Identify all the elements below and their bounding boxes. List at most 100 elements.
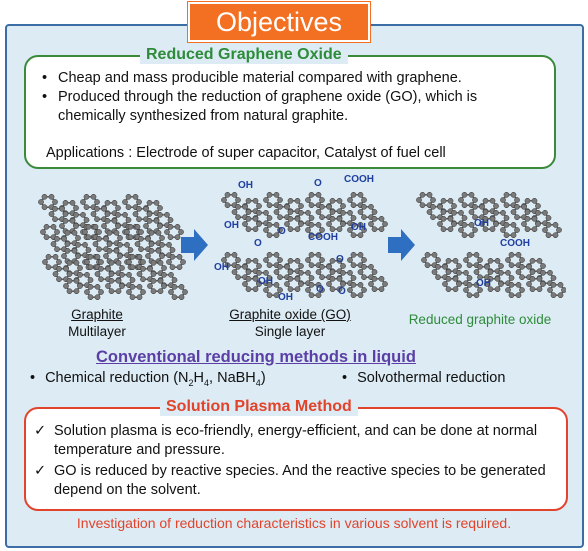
atom <box>169 253 176 260</box>
atom <box>87 283 94 290</box>
atom <box>145 253 151 259</box>
atom <box>503 232 510 239</box>
atom <box>82 229 88 235</box>
atom <box>54 229 60 235</box>
atom <box>435 263 441 270</box>
atom <box>104 199 111 206</box>
atom <box>308 292 315 299</box>
atom <box>80 199 86 205</box>
atom <box>477 274 483 281</box>
atom <box>150 288 157 295</box>
atom <box>319 263 325 270</box>
atom <box>524 215 531 222</box>
atom <box>326 221 332 227</box>
atom <box>473 269 480 275</box>
atom <box>340 263 346 269</box>
atom <box>113 229 120 236</box>
atom <box>479 221 485 227</box>
atom <box>273 209 280 215</box>
atom <box>113 247 120 254</box>
graphite-structure-icon <box>38 193 188 301</box>
atom <box>371 269 378 275</box>
atom <box>266 251 273 258</box>
atom <box>87 277 94 283</box>
atom <box>463 269 469 276</box>
atom <box>340 221 346 227</box>
atom <box>266 202 273 209</box>
atom <box>552 232 559 239</box>
atom <box>315 191 322 198</box>
atom <box>61 235 67 242</box>
rgo-group-label: COOH <box>500 238 530 249</box>
atom <box>430 197 436 203</box>
atom <box>273 221 280 228</box>
atom <box>77 271 83 278</box>
atom <box>59 223 65 229</box>
atom <box>252 257 259 264</box>
atom <box>536 275 543 282</box>
go-group-label: O <box>254 238 262 249</box>
atom <box>437 221 443 227</box>
atom <box>315 221 322 228</box>
go-group-label: O <box>316 284 324 295</box>
atom <box>178 283 185 290</box>
atom <box>87 264 94 271</box>
atom <box>350 221 357 228</box>
atom <box>235 197 241 203</box>
rgo-group-label: OH <box>476 278 491 289</box>
go-group-label: COOH <box>308 232 338 243</box>
atom <box>235 263 241 270</box>
atom <box>431 251 438 258</box>
atom <box>105 265 111 272</box>
atom <box>168 289 174 295</box>
atom <box>357 292 364 299</box>
atom <box>519 274 525 281</box>
atom <box>287 257 294 264</box>
atom <box>472 227 478 233</box>
applications-text: Applications : Electrode of super capaci… <box>46 145 446 161</box>
atom <box>150 271 157 277</box>
atom <box>350 215 357 221</box>
atom <box>75 235 81 241</box>
atom <box>371 209 378 215</box>
atom <box>167 234 174 241</box>
atom <box>145 235 151 242</box>
atom <box>458 227 464 233</box>
atom <box>157 205 163 211</box>
atom <box>242 221 248 227</box>
atom <box>540 263 546 269</box>
atom <box>266 232 273 239</box>
atom <box>487 286 494 293</box>
atom <box>108 288 115 295</box>
atom <box>452 257 459 264</box>
atom <box>266 191 273 198</box>
atom <box>92 241 99 247</box>
atom <box>124 241 130 248</box>
plasma-item-2: GO is reduced by reactive species. And t… <box>32 462 557 500</box>
atom <box>440 226 447 233</box>
atom <box>287 226 294 233</box>
atom <box>361 214 367 221</box>
atom <box>326 281 332 287</box>
atom <box>129 253 136 260</box>
atom <box>94 271 101 277</box>
go-group-label: O <box>336 254 344 265</box>
atom <box>273 191 280 198</box>
atom <box>256 221 262 227</box>
atom <box>277 257 283 263</box>
atom <box>140 276 146 283</box>
atom <box>315 269 322 275</box>
atom <box>382 221 388 227</box>
atom <box>119 283 125 289</box>
atom <box>101 223 107 229</box>
atom <box>326 203 332 210</box>
atom <box>148 247 155 254</box>
atom <box>159 235 165 241</box>
atom <box>56 276 62 283</box>
atom <box>266 281 273 288</box>
atom <box>119 271 125 278</box>
rgo-bullet-1: Cheap and mass producible material compa… <box>38 69 548 88</box>
atom <box>42 259 48 265</box>
atom <box>319 287 325 293</box>
atom <box>319 227 325 233</box>
